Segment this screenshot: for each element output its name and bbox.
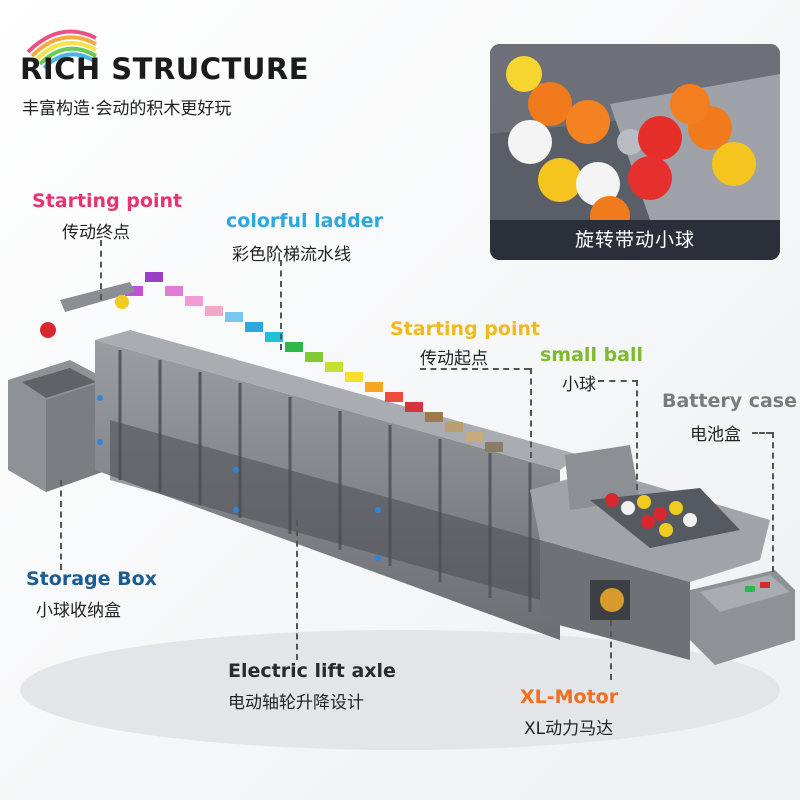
rainbow-brush-logo xyxy=(26,29,98,70)
label-small-ball: small ball xyxy=(540,344,644,366)
label-battery-case-cn: 电池盒 xyxy=(690,425,741,445)
label-xl-motor-cn: XL动力马达 xyxy=(524,719,614,739)
leader-line-start-h xyxy=(420,368,530,370)
label-storage-box-cn: 小球收纳盒 xyxy=(36,601,121,621)
rotating-balls-callout: 旋转带动小球 xyxy=(490,44,780,260)
battery-case-model xyxy=(690,570,795,665)
ramp xyxy=(60,282,135,312)
leader-line-motor xyxy=(610,620,612,680)
blue-pins xyxy=(97,395,381,561)
main-frame xyxy=(95,330,580,640)
leader-line-end xyxy=(100,240,102,300)
leader-line-battery-h xyxy=(752,432,772,434)
leader-line-ball-v xyxy=(636,380,638,490)
label-colorful-ladder-cn: 彩色阶梯流水线 xyxy=(232,245,351,265)
label-electric-lift-axle-cn: 电动轴轮升降设计 xyxy=(228,693,364,713)
label-xl-motor: XL-Motor xyxy=(520,686,619,708)
leader-line-ball-h xyxy=(598,380,638,382)
storage-box-model xyxy=(8,360,108,492)
callout-photo xyxy=(490,44,780,236)
page-subtitle: 丰富构造·会动的积木更好玩 xyxy=(22,99,232,119)
label-starting-point-end: Starting point xyxy=(32,190,183,212)
leader-line-start-v xyxy=(530,368,532,458)
yellow-ball xyxy=(115,295,129,309)
leader-line-battery-v xyxy=(772,432,774,572)
leader-line-ladder xyxy=(280,260,282,350)
colorful-ladder-steps xyxy=(125,272,503,452)
label-electric-lift-axle: Electric lift axle xyxy=(228,660,396,682)
leader-line-axle xyxy=(296,520,298,660)
label-small-ball-cn: 小球 xyxy=(562,375,596,395)
label-starting-point-start: Starting point xyxy=(390,318,541,340)
label-starting-point-end-cn: 传动终点 xyxy=(62,223,130,243)
page-title: RICH STRUCTURE xyxy=(20,52,310,86)
label-storage-box: Storage Box xyxy=(26,568,157,590)
label-colorful-ladder: colorful ladder xyxy=(226,210,383,232)
red-ball xyxy=(40,322,56,338)
callout-caption: 旋转带动小球 xyxy=(490,220,780,260)
label-starting-point-start-cn: 传动起点 xyxy=(420,349,488,369)
label-battery-case: Battery case xyxy=(662,390,798,412)
leader-line-storage xyxy=(60,480,62,570)
motor-block xyxy=(540,540,690,660)
